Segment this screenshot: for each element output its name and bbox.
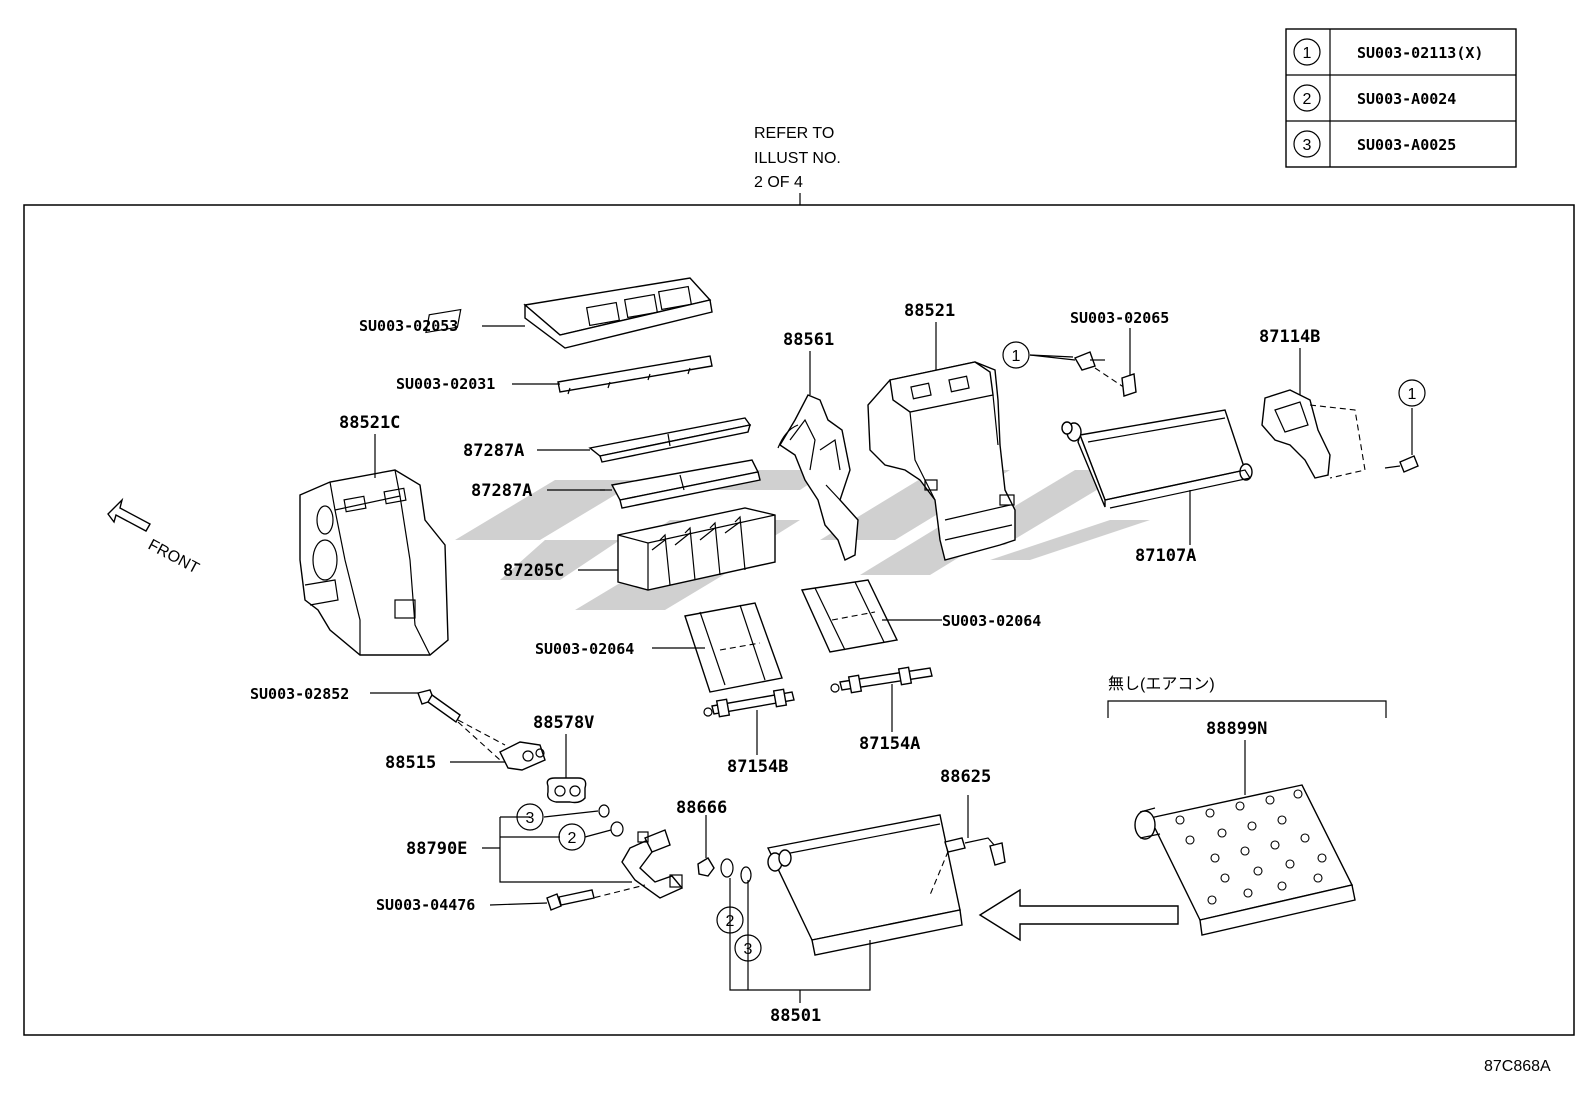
legend-code-3: SU003-A0025: [1357, 136, 1456, 154]
part-87114b-cover: [1261, 389, 1366, 479]
reference-legend-table: 1 2 3 SU003-02113(X) SU003-A0024 SU003-A…: [1285, 28, 1517, 168]
part-87154a-rod: [830, 666, 933, 732]
refer-note-line2: ILLUST NO.: [754, 150, 841, 167]
part-88625-sensor: [944, 795, 1006, 866]
part-su003-02053-frame: [425, 277, 713, 349]
part-88899n-unit: [1134, 740, 1356, 936]
label-88561: 88561: [783, 330, 834, 350]
refer-note-line1: REFER TO: [754, 125, 834, 142]
label-87287a-upper: 87287A: [463, 441, 524, 461]
refer-note: REFER TO ILLUST NO. 2 OF 4: [754, 125, 841, 205]
callout-3-left: 3: [526, 810, 535, 827]
part-87287a-damper-lower: [600, 459, 761, 509]
legend-num-3: 3: [1303, 137, 1312, 154]
part-88561-bracket: [777, 394, 859, 561]
label-88899n: 88899N: [1206, 719, 1267, 739]
part-su003-02031-plate: [557, 355, 713, 395]
label-87114b: 87114B: [1259, 327, 1320, 347]
diagram-frame: [23, 204, 1575, 1036]
legend-code-1: SU003-02113(X): [1357, 44, 1483, 62]
part-88790e-pipe: [584, 829, 684, 901]
part-o-rings-left: [598, 804, 624, 837]
label-su003-02053: SU003-02053: [359, 317, 458, 335]
part-87154b-rod: [703, 688, 795, 755]
label-su003-02031: SU003-02031: [396, 375, 495, 393]
part-88521c-case: [299, 469, 449, 656]
part-88501-evaporator: [766, 814, 963, 956]
callout-3-lower: 3: [744, 941, 753, 958]
label-su003-02064-right: SU003-02064: [942, 612, 1041, 630]
label-88515: 88515: [385, 753, 436, 773]
label-88625: 88625: [940, 767, 991, 787]
label-88521c: 88521C: [339, 413, 400, 433]
callout-1-upper: 1: [1012, 348, 1021, 365]
part-su003-02064-pad-left: [684, 602, 783, 693]
legend-code-2: SU003-A0024: [1357, 90, 1456, 108]
callout-1-right: 1: [1408, 386, 1417, 403]
part-o-rings-right: [720, 858, 752, 884]
label-87154b: 87154B: [727, 757, 788, 777]
part-88515-sensor: [499, 741, 546, 771]
no-ac-bracket: [1107, 700, 1387, 718]
part-su003-04476-bolt: [546, 889, 595, 911]
label-88666: 88666: [676, 798, 727, 818]
callout-circles: 1 1 3 2 2 3: [516, 341, 1426, 962]
replace-arrow: [978, 888, 1179, 942]
label-88521: 88521: [904, 301, 955, 321]
part-88521-case: [867, 361, 1016, 561]
part-87287a-damper-upper: [588, 417, 752, 463]
label-su003-02064-left: SU003-02064: [535, 640, 634, 658]
refer-note-line3: 2 OF 4: [754, 174, 803, 191]
part-88666-clip: [697, 815, 715, 877]
part-su003-02064-pad-right: [800, 579, 899, 653]
label-87287a-lower: 87287A: [471, 481, 532, 501]
label-88578v: 88578V: [533, 713, 594, 733]
label-87205c: 87205C: [503, 561, 564, 581]
part-screw-right: [1384, 408, 1419, 473]
front-label: FRONT: [145, 537, 202, 578]
part-88578v-grommet: [546, 734, 587, 804]
front-arrow: FRONT: [107, 497, 202, 578]
part-87107a-heater-core: [1061, 409, 1253, 509]
label-87107a: 87107A: [1135, 546, 1196, 566]
label-88790e: 88790E: [406, 839, 467, 859]
part-su003-02852-bolt: [417, 689, 506, 761]
callout-2-lower: 2: [726, 913, 735, 930]
diagram-id: 87C868A: [1484, 1058, 1551, 1075]
part-87205c-block: [617, 507, 776, 591]
legend-num-1: 1: [1303, 45, 1312, 62]
callout-2-left: 2: [568, 830, 577, 847]
legend-num-2: 2: [1303, 91, 1312, 108]
label-87154a: 87154A: [859, 734, 920, 754]
label-su003-04476: SU003-04476: [376, 896, 475, 914]
label-su003-02852: SU003-02852: [250, 685, 349, 703]
part-su003-02065-clip: [1073, 328, 1137, 397]
label-su003-02065: SU003-02065: [1070, 309, 1169, 327]
watermark-logo: [455, 470, 1150, 610]
part-labels: SU003-02053 SU003-02031 88521C 87287A 87…: [250, 301, 1320, 1026]
no-ac-note: 無し(エアコン): [1108, 675, 1215, 693]
label-88501: 88501: [770, 1006, 821, 1026]
